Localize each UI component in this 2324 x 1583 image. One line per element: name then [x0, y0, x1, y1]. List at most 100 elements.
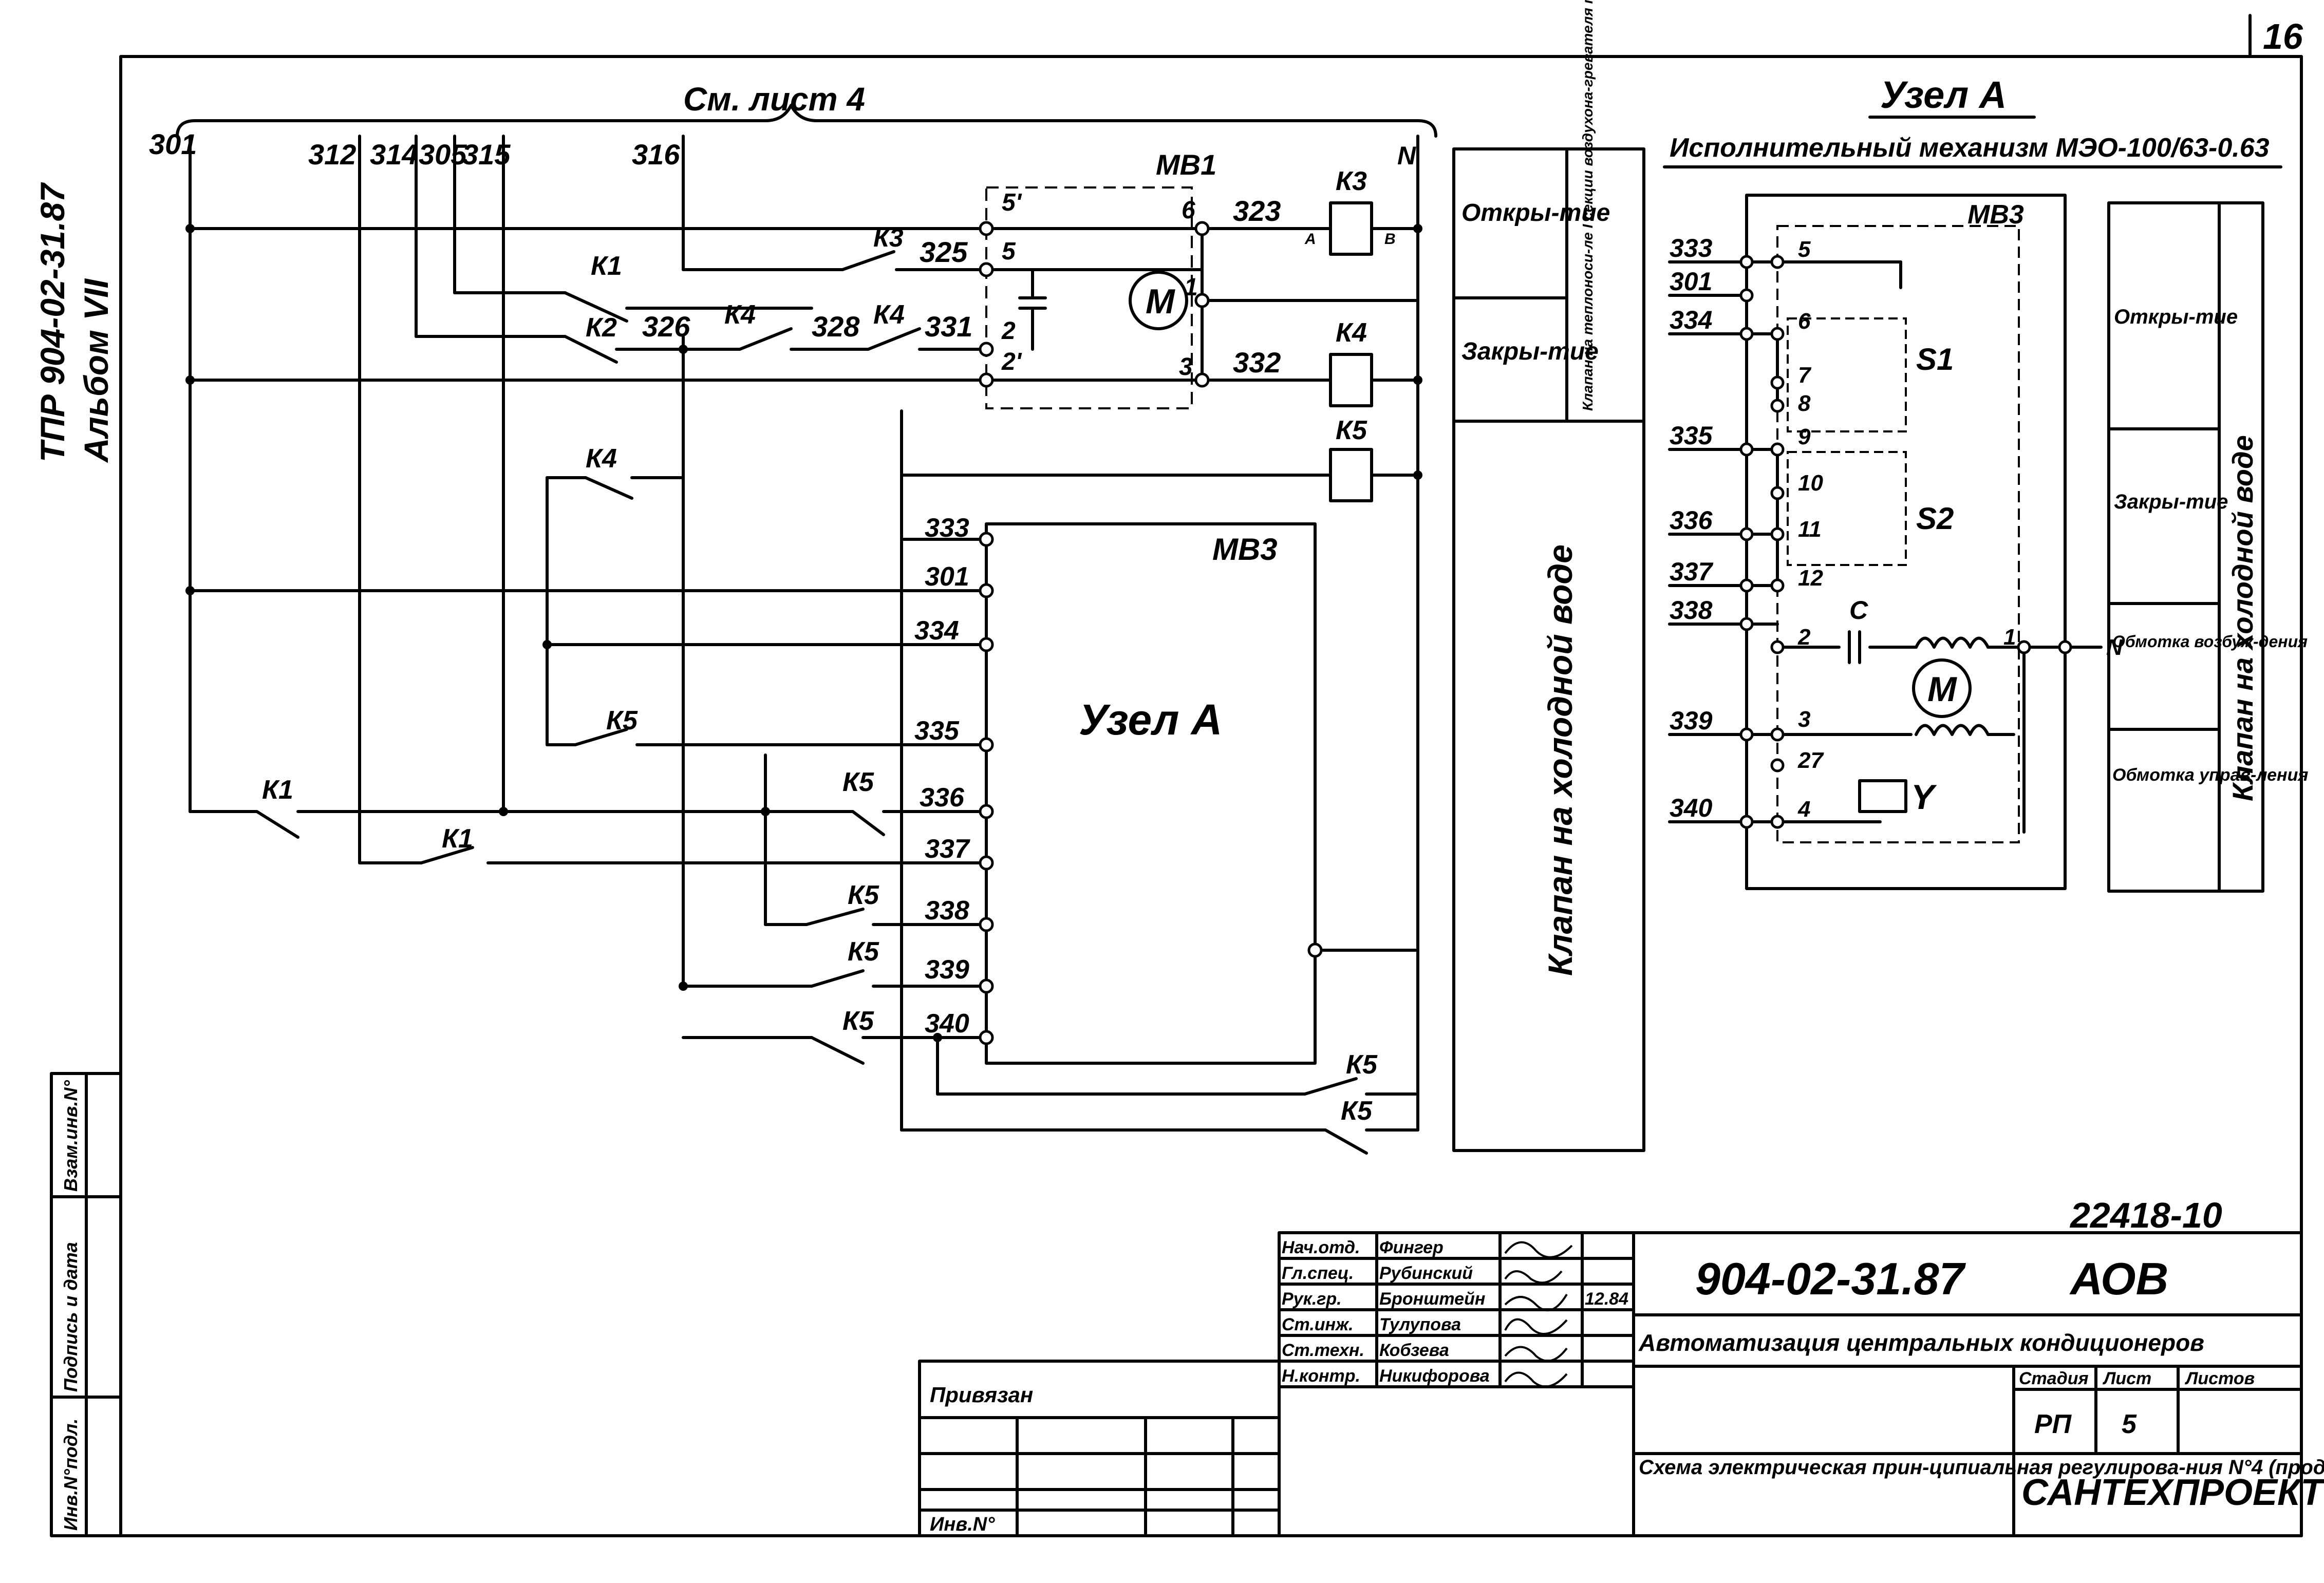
mv3-wire-339: 339 — [925, 955, 969, 985]
binding-table: Привязан Инв.N° — [918, 1360, 1281, 1537]
mv1-term-5p: 5' — [1002, 189, 1022, 216]
sheet-corner-number: 16 — [2263, 16, 2303, 56]
legend-left-valve-bottom: Клапан на холодной воде — [1541, 544, 1579, 976]
legend-left-valve-top: Клапан на теплоноси-ле I секции воздухон… — [1580, 0, 1596, 411]
relay-k5-d: К5 — [848, 937, 879, 967]
svg-text:A: A — [1304, 231, 1316, 248]
svg-text:8: 8 — [1798, 391, 1811, 416]
binding-label: Привязан — [930, 1383, 1033, 1407]
svg-text:Кобзева: Кобзева — [1379, 1341, 1449, 1360]
svg-text:Гл.спец.: Гл.спец. — [1282, 1264, 1354, 1283]
wire-323: 323 — [1233, 195, 1281, 227]
mv3-wire-335: 335 — [914, 716, 960, 746]
mv3-wire-340: 340 — [925, 1009, 969, 1039]
svg-text:Нач.отд.: Нач.отд. — [1282, 1238, 1360, 1257]
relay-k4-b: К4 — [873, 300, 905, 330]
mv3-label: МВ3 — [1212, 532, 1278, 567]
mv3-wire-301: 301 — [925, 562, 969, 592]
wire-325: 325 — [920, 236, 968, 268]
wire-326: 326 — [642, 310, 690, 343]
side-album: Альбом VII — [77, 278, 115, 463]
drawing-number: 22418-10 — [2069, 1195, 2222, 1235]
node-a-detail: Узел А Исполнительный механизм МЭО-100/6… — [1663, 73, 2282, 890]
relay-k5-coil — [1329, 448, 1373, 502]
project-name: Автоматизация центральных кондиционеров — [1638, 1329, 2204, 1356]
mv1-term-3: 3 — [1179, 353, 1193, 381]
stage-header: Стадия — [2019, 1369, 2089, 1388]
legend-left-open: Откры-тие — [1461, 199, 1610, 227]
title-block: 22418-10 Нач.отд. Фингер Гл.спец. Рубинс… — [1278, 1195, 2324, 1537]
sheet-value: 5 — [2122, 1409, 2137, 1439]
mv1-term-2: 2 — [1001, 317, 1016, 345]
legend-left-close: Закры-тие — [1461, 338, 1599, 365]
node-a-label: Узел А — [1079, 695, 1222, 744]
left-schematic: См. лист 4 301 312 314 305 315 316 N МВ1… — [149, 81, 1437, 1155]
organization: САНТЕХПРОЕКТ — [2021, 1472, 2324, 1513]
svg-text:6: 6 — [1798, 309, 1811, 334]
svg-text:Рубинский: Рубинский — [1379, 1264, 1473, 1283]
r-wire-340: 340 — [1670, 794, 1713, 822]
node-a-title: Узел А — [1880, 73, 2007, 116]
stage-value: РП — [2034, 1409, 2072, 1439]
mv3-detail-label: МВ3 — [1967, 200, 2024, 230]
node-a-motor — [1912, 658, 1972, 718]
relay-k2: К2 — [586, 313, 617, 343]
svg-text:10: 10 — [1798, 470, 1823, 496]
stamp-inv-replace: Взам.инв.N° — [60, 1080, 81, 1192]
svg-text:B: B — [1384, 231, 1396, 248]
side-doc-code: ТПР 904-02-31.87 — [33, 182, 71, 462]
junction-dots — [185, 224, 1422, 1042]
svg-text:9: 9 — [1798, 424, 1811, 449]
inv-label: Инв.N° — [930, 1514, 995, 1535]
legend-left: Откры-тие Закры-тие Клапан на теплоноси-… — [1452, 0, 1645, 1152]
svg-text:1: 1 — [2003, 625, 2016, 650]
mv1-motor — [1129, 271, 1188, 330]
bus-314: 314 — [370, 138, 418, 171]
mv1-term-2p: 2' — [1001, 348, 1022, 375]
r-wire-336: 336 — [1670, 506, 1713, 535]
wire-328: 328 — [812, 310, 860, 343]
sheet-header: Лист — [2102, 1369, 2151, 1388]
svg-text:3: 3 — [1798, 707, 1810, 732]
r-wire-339: 339 — [1670, 706, 1713, 735]
relay-k5-e: К5 — [842, 1006, 874, 1036]
relay-k5-b: К5 — [842, 767, 874, 797]
bus-316: 316 — [632, 138, 680, 171]
node-a-subtitle: Исполнительный механизм МЭО-100/63-0.63 — [1670, 133, 2270, 163]
bus-301: 301 — [149, 128, 197, 160]
mv3-wire-338: 338 — [925, 896, 969, 926]
svg-text:27: 27 — [1797, 748, 1824, 773]
svg-text:Никифорова: Никифорова — [1379, 1366, 1490, 1386]
svg-text:Рук.гр.: Рук.гр. — [1282, 1289, 1342, 1309]
relay-k1-c: К1 — [442, 824, 473, 854]
relay-k1-b: К1 — [262, 775, 293, 805]
mv1-term-1: 1 — [1184, 274, 1198, 301]
svg-text:Тулупова: Тулупова — [1379, 1315, 1461, 1334]
r-wire-333: 333 — [1670, 234, 1713, 262]
node-a-terminals — [1739, 255, 2072, 829]
terminal-dots — [979, 221, 1323, 1045]
relay-k5-c: К5 — [848, 880, 879, 910]
mv1-term-5: 5 — [1002, 238, 1016, 265]
see-sheet-label: См. лист 4 — [683, 81, 865, 118]
mv3-wire-334: 334 — [914, 616, 959, 646]
stamp-inv-orig: Инв.N°подл. — [60, 1419, 81, 1531]
svg-text:5: 5 — [1798, 237, 1811, 262]
legend-right-ctrl: Обмотка управ-ления — [2112, 765, 2308, 785]
sheets-header: Листов — [2184, 1369, 2255, 1388]
svg-text:12: 12 — [1798, 566, 1823, 591]
approval-date: 12.84 — [1585, 1289, 1628, 1309]
bus-312: 312 — [308, 138, 356, 171]
signatures — [1504, 1241, 1573, 1388]
doc-code: 904-02-31.87 — [1695, 1253, 1966, 1304]
legend-right-exc: Обмотка возбуж-дения — [2112, 632, 2308, 651]
wire-332: 332 — [1233, 346, 1281, 379]
svg-text:Ст.техн.: Ст.техн. — [1282, 1341, 1364, 1360]
svg-text:11: 11 — [1798, 517, 1822, 542]
relay-k3-contact: К3 — [873, 223, 904, 252]
stamp-sign-date: Подпись и дата — [60, 1242, 81, 1392]
switch-s1: S1 — [1916, 342, 1954, 376]
doc-section: АОВ — [2069, 1253, 2168, 1304]
relay-k4-c: К4 — [586, 444, 617, 474]
r-wire-334: 334 — [1670, 306, 1712, 334]
